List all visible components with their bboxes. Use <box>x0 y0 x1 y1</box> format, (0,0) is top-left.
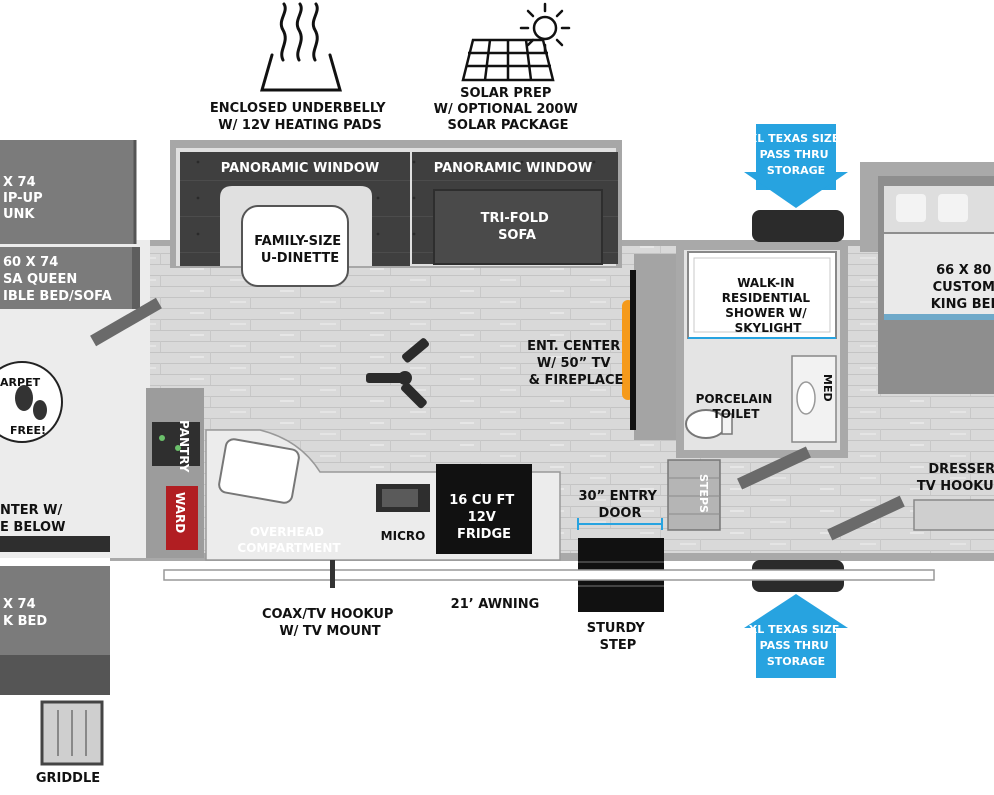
bunk-counter <box>0 536 110 552</box>
u-dinette <box>180 152 410 266</box>
steps-label: STEPS <box>697 474 710 513</box>
svg-text:XL TEXAS SIZE PASS THRU: XL TEXAS SIZE PASS THRU STORAGE <box>749 623 843 668</box>
bottom-bed-label: X 74 K BED <box>3 597 47 629</box>
dinette-label: FAMILY-SIZE U-DINETTE <box>254 234 345 266</box>
dresser <box>913 499 994 531</box>
storage-callout-bottom: XL TEXAS SIZE PASS THRU STORAGE <box>744 594 848 678</box>
underbelly-label: ENCLOSED UNDERBELLY W/ 12V HEATING PADS <box>210 101 390 133</box>
toilet-label: PORCELAIN TOILET <box>696 392 777 421</box>
tv <box>630 270 636 430</box>
dinette-table <box>241 205 349 287</box>
fridge-label: 16 CU FT 12V FRIDGE <box>449 493 519 542</box>
awning <box>163 569 935 581</box>
sturdy-step-label: STURDY STEP <box>587 621 650 653</box>
med-label: MED <box>821 374 834 402</box>
coax-label: COAX/TV HOOKUP W/ TV MOUNT <box>262 607 398 639</box>
storage-callout-top: XL TEXAS SIZE PASS THRU STORAGE <box>744 124 848 208</box>
sun-icon <box>519 2 571 54</box>
pantry-label: PANTRY <box>177 420 191 473</box>
entry-door-label: 30” ENTRY DOOR <box>578 489 661 521</box>
pass-thru-storage-top <box>752 210 844 242</box>
bunk-door <box>90 297 162 347</box>
ent-center-cabinet <box>634 254 676 440</box>
sofa-bed-label: 60 X 74 SA QUEEN IBLE BED/SOFA <box>3 255 112 304</box>
bunk-center-label: NTER W/ E BELOW <box>0 503 67 535</box>
kitchen-sink <box>218 438 300 504</box>
awning-label: 21’ AWNING <box>451 597 540 612</box>
ward-label: WARD <box>173 492 187 533</box>
coax-hookup <box>330 560 335 588</box>
solar-label: SOLAR PREP W/ OPTIONAL 200W SOLAR PACKAG… <box>434 86 583 133</box>
dresser-label: DRESSER TV HOOKUP <box>917 462 994 494</box>
flip-up-bunk-label: X 74 IP-UP UNK <box>3 175 47 222</box>
carpet-free-label: ARPET FREE! <box>0 376 46 437</box>
svg-text:XL TEXAS SIZE PASS THRU: XL TEXAS SIZE PASS THRU STORAGE <box>749 132 843 177</box>
solar-panel-icon <box>461 38 555 82</box>
flip-up-bunk <box>0 140 135 244</box>
king-bed-label: 66 X 80 CUSTOM KING BED <box>931 263 994 312</box>
ceiling-fan-icon <box>366 338 429 409</box>
bunk-bottom-bed <box>0 566 110 661</box>
bath-door <box>737 446 811 490</box>
sofa-bed <box>0 247 132 309</box>
fridge <box>436 464 532 554</box>
shower-label: WALK-IN RESIDENTIAL SHOWER W/ SKYLIGHT <box>722 276 815 335</box>
micro-label: MICRO <box>381 529 426 543</box>
entry-steps <box>667 459 721 531</box>
wardrobe <box>166 486 198 550</box>
panoramic-window-left: PANORAMIC WINDOW <box>221 161 379 176</box>
sofa-label: TRI-FOLD SOFA <box>481 211 554 243</box>
bedroom-door <box>827 495 905 541</box>
griddle-label: GRIDDLE <box>36 771 100 786</box>
carpet-free-footprints-icon <box>0 361 63 443</box>
overhead-compartment-label: OVERHEAD COMPARTMENT <box>237 525 341 555</box>
heat-waves-icon <box>260 2 342 92</box>
panoramic-window-right: PANORAMIC WINDOW <box>434 161 592 176</box>
ent-center-label: ENT. CENTER W/ 50” TV & FIREPLACE <box>527 339 625 388</box>
